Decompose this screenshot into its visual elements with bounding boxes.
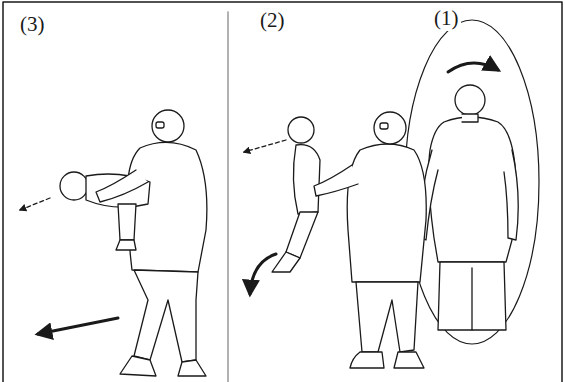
frame [3,2,562,382]
panel-number: (2) [258,8,287,33]
man-holding-child [272,112,426,368]
swing-arrow [250,254,276,294]
panel-number: (1) [432,6,461,31]
panel-divider [227,12,228,382]
movement-arrow [38,318,118,334]
man-back-view [418,85,518,330]
direction-arrow [244,140,286,152]
man-carrying-child [60,110,207,376]
rotation-arrow [448,63,498,72]
direction-arrow [20,198,50,210]
panel-number: (3) [18,12,47,37]
